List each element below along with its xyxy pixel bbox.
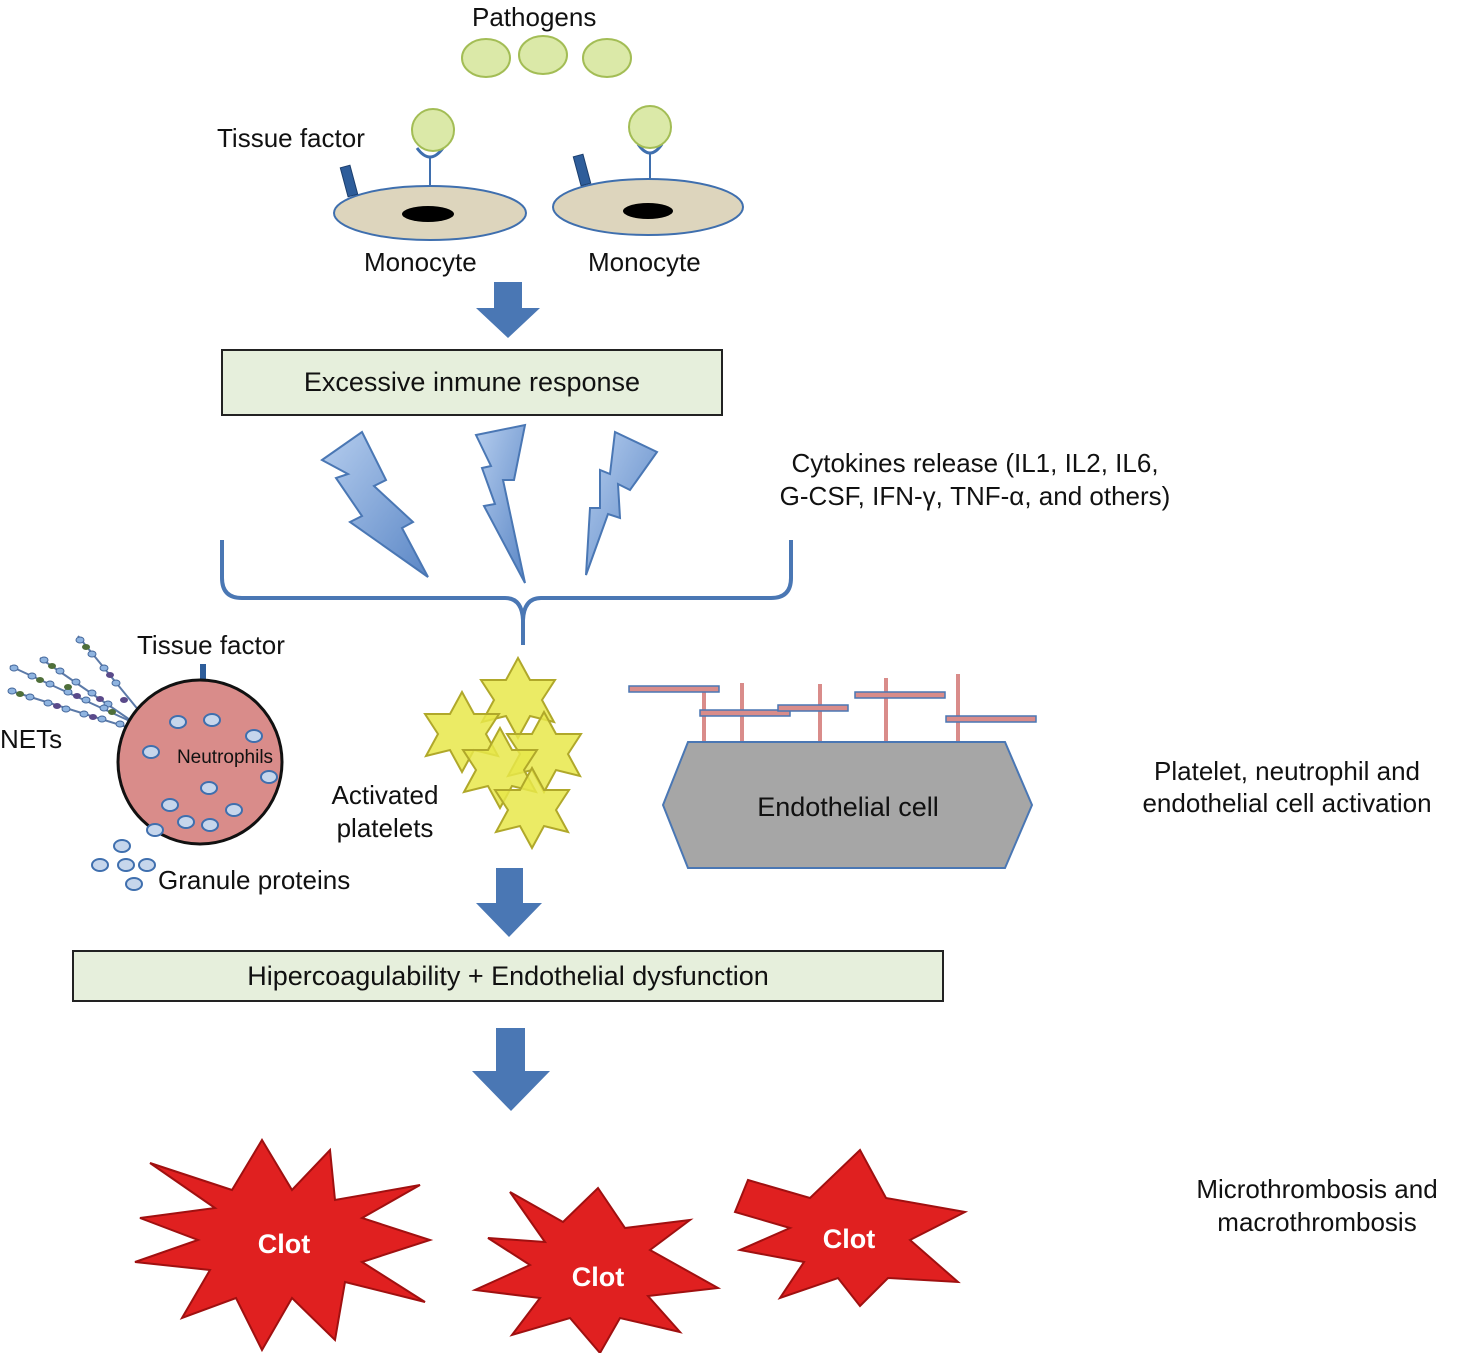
pathogens-label: Pathogens [472,2,597,32]
monocyte-nucleus [623,203,673,219]
endothelial-cell-label: Endothelial cell [757,792,939,822]
granule-proteins-cluster [91,839,156,891]
neutrophils-label: Neutrophils [177,747,273,768]
clot-starburst: Clot [733,1148,969,1308]
down-arrow [472,1028,550,1111]
endothelial-cell: Endothelial cell [661,741,1034,869]
activated-platelets-label-line1: Activated [331,780,439,810]
hipercoagulability-box: Hipercoagulability + Endothelial dysfunc… [72,950,944,1002]
down-arrow [476,282,540,338]
monocyte-label-left: Monocyte [364,247,477,277]
clot-starburst: Clot [134,1138,434,1353]
thrombosis-label-line2: macrothrombosis [1217,1207,1417,1237]
neutrophil: Neutrophils [116,664,284,846]
cytokine-bolt [320,430,429,578]
pathogens-group [461,35,632,78]
monocyte-right [552,105,744,236]
pathogen [518,35,568,75]
bound-pathogen [411,108,455,152]
monocyte-label-right: Monocyte [588,247,701,277]
endothelial-junctions [628,674,1037,745]
pathogen [582,38,632,78]
pathogen [461,38,511,78]
granule-proteins-label: Granule proteins [158,865,351,895]
cytokines-label-line1: Cytokines release (IL1, IL2, IL6, [791,448,1159,478]
nets-strands [7,635,141,730]
activation-label-line2: endothelial cell activation [1142,788,1432,818]
immune-response-box: Excessive inmune response [221,349,723,416]
clot-label: Clot [572,1262,624,1292]
clot-starburst: Clot [471,1186,722,1353]
cytokines-label-line2: G-CSF, IFN-γ, TNF-α, and others) [779,481,1171,511]
clot-label: Clot [823,1224,875,1254]
cytokine-bolt [474,423,527,584]
tissue-factor-label-top: Tissue factor [217,123,365,153]
thrombosis-label-line1: Microthrombosis and [1196,1174,1438,1204]
cytokine-bolt [585,430,659,576]
tissue-factor-receptor [572,153,592,187]
tissue-factor-receptor [339,164,359,198]
monocyte-nucleus [402,206,454,222]
nets-label: NETs [0,724,63,754]
tissue-factor-label-neutrophil: Tissue factor [137,630,285,660]
activated-platelets [423,655,583,851]
down-arrow [476,868,542,937]
clot-label: Clot [258,1229,310,1259]
bound-pathogen [628,105,672,149]
grouping-brace [220,540,793,645]
activation-label-line1: Platelet, neutrophil and [1154,756,1420,786]
monocyte-left [333,108,527,241]
activated-platelets-label-line2: platelets [336,813,434,843]
